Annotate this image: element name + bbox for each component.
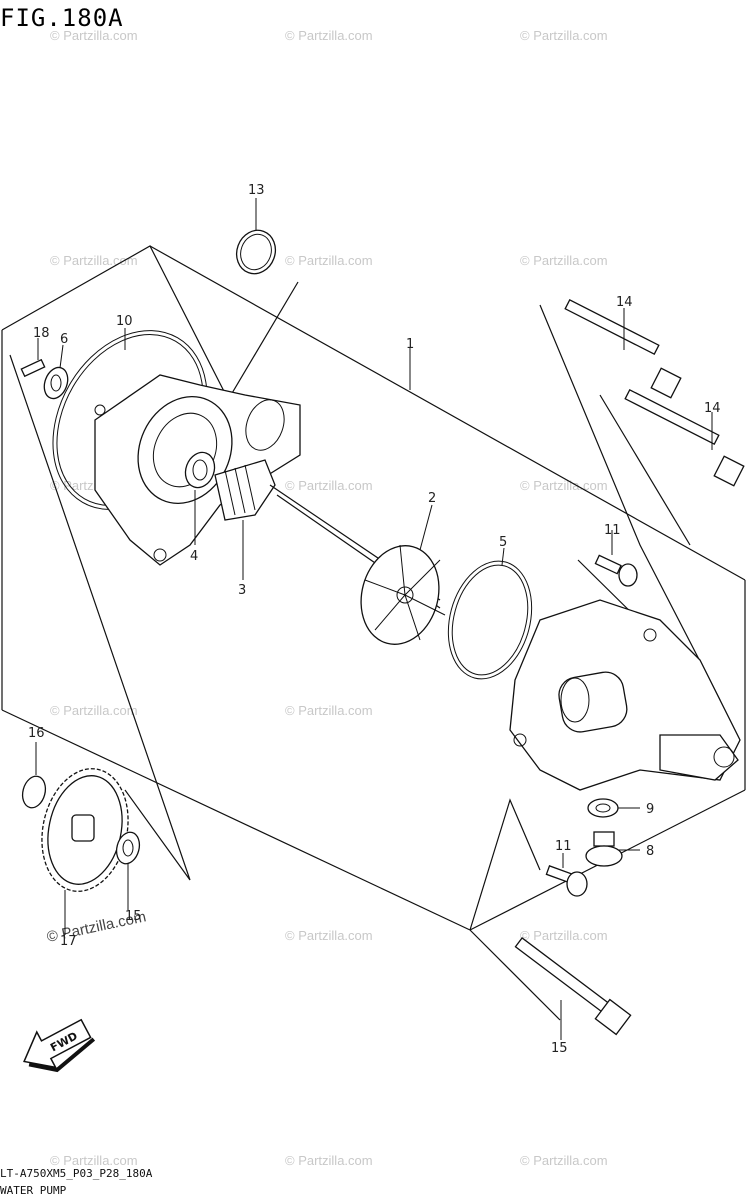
watermark: © Partzilla.com bbox=[520, 478, 608, 493]
part-16-washer bbox=[115, 831, 141, 910]
callout-2: 2 bbox=[428, 491, 436, 506]
part-4-oil-seal bbox=[184, 451, 216, 545]
callout-7: 18 bbox=[33, 326, 50, 341]
watermark: © Partzilla.com bbox=[285, 928, 373, 943]
callout-15: 15 bbox=[551, 1041, 568, 1056]
watermark: © Partzilla.com bbox=[285, 703, 373, 718]
callout-1: 1 bbox=[406, 337, 414, 352]
callout-11-upper: 11 bbox=[604, 523, 621, 538]
watermark: © Partzilla.com bbox=[285, 253, 373, 268]
part-2-impeller bbox=[360, 504, 446, 645]
watermark-layer: © Partzilla.com © Partzilla.com © Partzi… bbox=[45, 28, 607, 1168]
callout-14-lower: 14 bbox=[704, 401, 721, 416]
figure-title: FIG.180A bbox=[0, 4, 124, 32]
watermark: © Partzilla.com bbox=[50, 253, 138, 268]
callout-6: 6 bbox=[60, 332, 68, 347]
watermark: © Partzilla.com bbox=[520, 1153, 608, 1168]
part-9-gasket bbox=[587, 798, 640, 818]
part-1-pump-housing bbox=[409, 348, 741, 791]
callout-17: 16 bbox=[28, 726, 45, 741]
watermark: © Partzilla.com bbox=[520, 928, 608, 943]
callout-10: 10 bbox=[116, 314, 133, 329]
callout-11-lower: 11 bbox=[555, 839, 572, 854]
callout-14-upper: 14 bbox=[616, 295, 633, 310]
watermark: © Partzilla.com bbox=[285, 28, 373, 43]
watermark: © Partzilla.com bbox=[520, 253, 608, 268]
part-7-dowel-pin bbox=[20, 338, 46, 378]
watermark: © Partzilla.com bbox=[50, 28, 138, 43]
part-8-drain-plug bbox=[585, 831, 640, 867]
part-6-washer bbox=[43, 344, 69, 400]
part-11-screw-lower bbox=[545, 853, 588, 897]
callout-3: 3 bbox=[238, 583, 246, 598]
part-11-screw-upper bbox=[594, 530, 638, 587]
callout-labels: 13 18 6 10 1 14 14 2 4 3 5 11 9 8 11 16 … bbox=[28, 183, 721, 1056]
forward-direction-arrow: FWD bbox=[23, 1018, 96, 1073]
figure-name: WATER PUMP bbox=[0, 1184, 67, 1197]
callout-4: 4 bbox=[190, 549, 198, 564]
part-17-circlip bbox=[21, 742, 47, 809]
figure-code: LT-A750XM5_P03_P28_180A bbox=[0, 1167, 153, 1180]
part-14-bolt-upper bbox=[564, 298, 682, 399]
part-13-o-ring bbox=[235, 198, 277, 275]
callout-9: 9 bbox=[646, 802, 654, 817]
callout-13: 13 bbox=[248, 183, 265, 198]
callout-5: 5 bbox=[499, 535, 507, 550]
part-14-bolt-lower bbox=[624, 388, 745, 487]
watermark: © Partzilla.com bbox=[520, 28, 608, 43]
assembly-outline bbox=[1, 245, 746, 1021]
part-15-bolt bbox=[514, 936, 632, 1040]
callout-16: 15 bbox=[125, 909, 142, 924]
part-5-o-ring bbox=[447, 547, 533, 680]
watermark: © Partzilla.com bbox=[50, 1153, 138, 1168]
part-3-mechanical-seal bbox=[214, 459, 276, 580]
watermark: © Partzilla.com bbox=[285, 478, 373, 493]
part-18-pump-drive-gear bbox=[41, 768, 129, 935]
watermark: © Partzilla.com bbox=[50, 703, 138, 718]
watermark: © Partzilla.com bbox=[285, 1153, 373, 1168]
callout-8: 8 bbox=[646, 844, 654, 859]
callout-18: 17 bbox=[60, 934, 77, 949]
